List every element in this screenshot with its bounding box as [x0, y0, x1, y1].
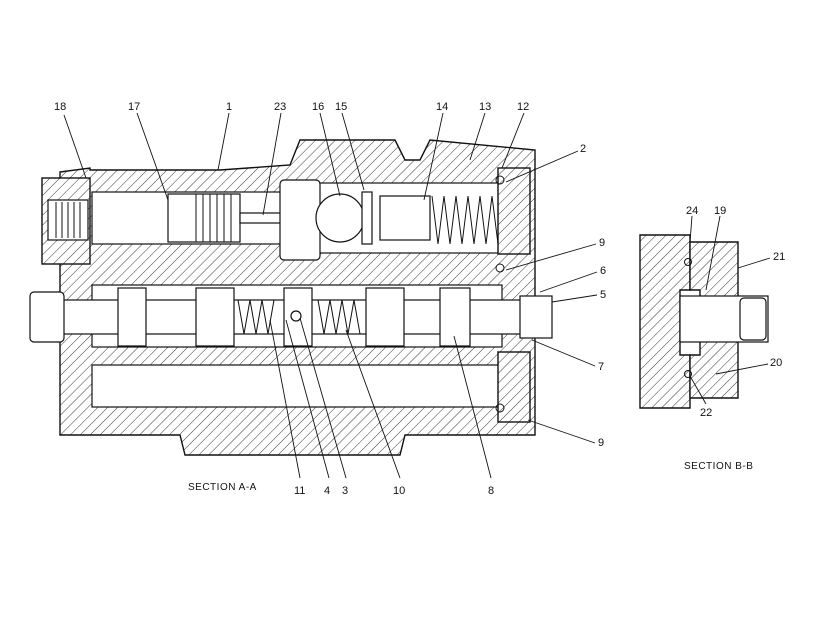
callout-20: 20 — [770, 357, 782, 369]
check-spring — [431, 195, 499, 245]
callout-7: 7 — [598, 361, 604, 373]
end-fitting — [519, 295, 553, 339]
piston — [167, 193, 241, 243]
callout-13: 13 — [479, 101, 491, 113]
callout-3: 3 — [342, 485, 348, 497]
callout-1: 1 — [226, 101, 232, 113]
spring-retainer — [237, 299, 275, 335]
cavity-plug — [497, 167, 531, 255]
callout-19: 19 — [714, 205, 726, 217]
section-aa-view — [29, 139, 553, 456]
end-plug-threads — [55, 202, 81, 238]
spool-lands — [117, 287, 471, 347]
ball-seat — [361, 191, 373, 245]
callout-23: 23 — [274, 101, 286, 113]
callout-9-lower: 9 — [598, 437, 604, 449]
section-bb-view — [639, 234, 769, 409]
callout-15: 15 — [335, 101, 347, 113]
spool-pin — [290, 310, 302, 322]
callout-24: 24 — [686, 205, 698, 217]
leader-lines — [63, 112, 771, 479]
callout-4: 4 — [324, 485, 330, 497]
spool-spring — [317, 299, 361, 335]
bb-o-ring-lower — [684, 370, 692, 378]
caption-section-bb: SECTION B-B — [684, 461, 753, 472]
callout-10: 10 — [393, 485, 405, 497]
poppet — [379, 195, 431, 241]
callout-21: 21 — [773, 251, 785, 263]
callout-11: 11 — [294, 485, 305, 497]
o-ring-9-upper — [495, 263, 505, 273]
caption-section-aa: SECTION A-A — [188, 482, 257, 493]
callout-17: 17 — [128, 101, 140, 113]
o-ring-2 — [495, 175, 505, 185]
bb-knob — [739, 297, 767, 341]
check-ball — [315, 193, 365, 243]
callout-14: 14 — [436, 101, 448, 113]
callout-labels: 18 17 1 23 16 15 14 13 12 2 9 6 5 7 9 11… — [54, 101, 785, 497]
piston-grooves — [195, 194, 232, 242]
callout-5: 5 — [600, 289, 606, 301]
callout-9-upper: 9 — [599, 237, 605, 249]
callout-16: 16 — [312, 101, 324, 113]
lower-passage — [91, 364, 503, 408]
plunger-block — [279, 179, 321, 261]
callout-8: 8 — [488, 485, 494, 497]
left-fitting — [29, 291, 65, 343]
callout-22: 22 — [700, 407, 712, 419]
callout-18: 18 — [54, 101, 66, 113]
callout-12: 12 — [517, 101, 529, 113]
callout-2: 2 — [580, 143, 586, 155]
bb-o-ring-upper — [684, 258, 692, 266]
o-ring-9-lower — [495, 403, 505, 413]
callout-6: 6 — [600, 265, 606, 277]
